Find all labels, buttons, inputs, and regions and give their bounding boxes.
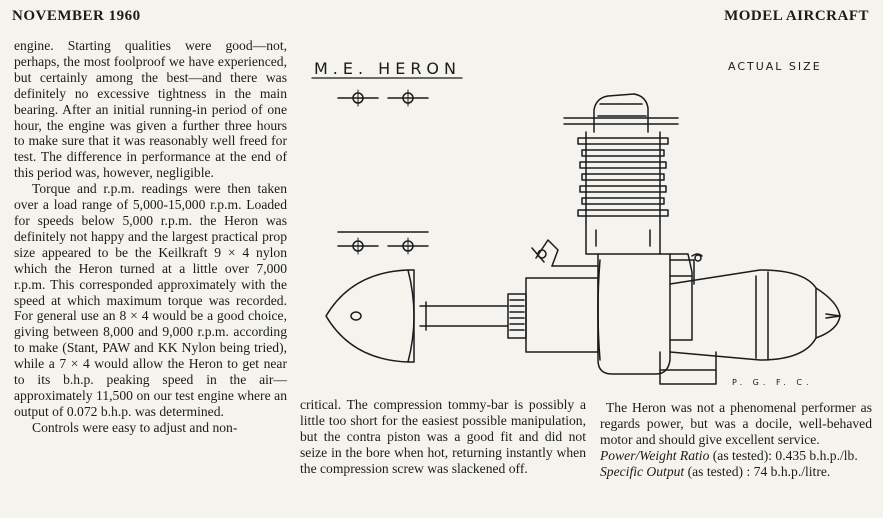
article-column-2: critical. The compression tommy-bar is p… <box>300 397 586 477</box>
scale-note: ACTUAL SIZE <box>728 60 822 73</box>
engine-drawing: M.E. HERON ACTUAL SIZE P. G. F. C. <box>296 40 883 396</box>
power-weight-value: (as tested): 0.435 b.h.p./lb. <box>709 447 858 463</box>
col1-paragraph-1: engine. Starting qualities were good—not… <box>14 38 287 181</box>
engine-line-drawing <box>311 77 841 385</box>
col1-paragraph-3: Controls were easy to adjust and non- <box>32 419 238 435</box>
cooling-fins <box>577 131 669 223</box>
specific-output: Specific Output (as tested) : 74 b.h.p./… <box>600 464 872 480</box>
page-header: NOVEMBER 1960 MODEL AIRCRAFT <box>0 6 883 28</box>
mounting-hole-symbols-top <box>337 89 429 107</box>
spinner-nose-cone <box>325 269 415 363</box>
specific-output-value: (as tested) : 74 b.h.p./litre. <box>684 463 831 479</box>
drawing-title: M.E. HERON <box>314 59 461 78</box>
col3-paragraph-1: The Heron was not a phenomenal performer… <box>600 400 872 447</box>
col2-paragraph-1: critical. The compression tommy-bar is p… <box>300 397 586 476</box>
specific-output-label: Specific Output <box>600 463 685 479</box>
power-weight-ratio: Power/Weight Ratio (as tested): 0.435 b.… <box>600 448 872 464</box>
drawing-credit: P. G. F. C. <box>732 378 813 387</box>
power-weight-label: Power/Weight Ratio <box>600 447 710 463</box>
header-date: NOVEMBER 1960 <box>12 8 141 24</box>
article-column-3: The Heron was not a phenomenal performer… <box>600 400 872 480</box>
mounting-hole-symbols-lower <box>337 231 429 255</box>
header-magazine-title: MODEL AIRCRAFT <box>724 8 869 24</box>
col1-paragraph-2: Torque and r.p.m. readings were then tak… <box>14 181 287 419</box>
article-column-1: engine. Starting qualities were good—not… <box>14 38 287 436</box>
